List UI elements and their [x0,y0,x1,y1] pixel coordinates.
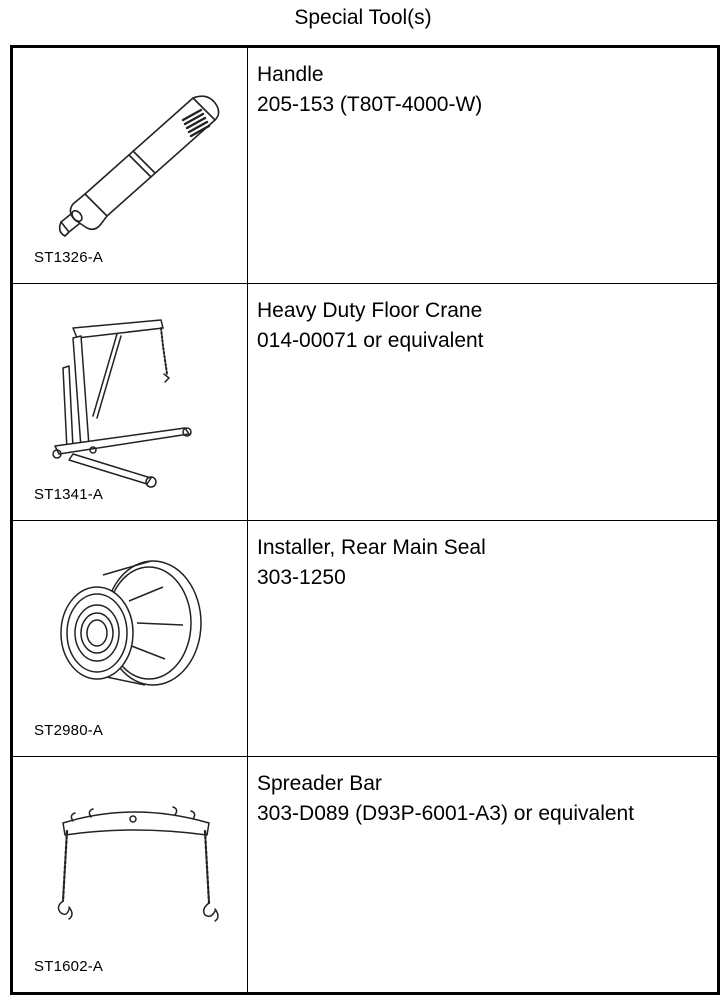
tool-name: Spreader Bar [257,771,382,795]
spreader-bar-icon [57,806,219,922]
tool-number: 303-1250 [257,565,346,589]
tool-number: 303-D089 (D93P-6001-A3) or equivalent [257,801,635,825]
tool-description-cell: Installer, Rear Main Seal 303-1250 [248,521,717,756]
tool-row-seal-installer: ST2980-A Installer, Rear Main Seal 303-1… [13,520,717,757]
tool-description-cell: Handle 205-153 (T80T-4000-W) [248,48,717,283]
tool-image-code: ST1326-A [34,249,104,267]
tool-name: Handle [257,63,324,86]
tool-image-cell: ST1326-A [13,48,248,284]
tool-description-cell: Spreader Bar 303-D089 (D93P-6001-A3) or … [248,757,717,992]
tool-image-code: ST2980-A [34,721,104,739]
tool-number: 205-153 (T80T-4000-W) [257,93,483,116]
handle-tool-icon [58,95,220,237]
tool-image-cell: ST2980-A [13,520,248,756]
page-title: Special Tool(s) [294,6,432,29]
tool-description-cell: Heavy Duty Floor Crane 014-00071 or equi… [248,284,717,519]
tool-row-spreader-bar: ST1602-A Spreader Bar 303-D089 (D93P-600… [13,756,717,992]
tool-image-cell: ST1341-A [13,284,248,520]
special-tools-table: ST1326-A Handle 205-153 (T80T-4000-W) [10,45,720,995]
floor-crane-icon [52,319,192,488]
tool-number: 014-00071 or equivalent [257,329,484,353]
tool-name: Installer, Rear Main Seal [257,535,486,559]
tool-image-code: ST1341-A [34,485,104,503]
tool-row-floor-crane: ST1341-A Heavy Duty Floor Crane 014-0007… [13,284,717,521]
tool-image-cell: ST1602-A [13,756,248,992]
tool-row-handle: ST1326-A Handle 205-153 (T80T-4000-W) [13,48,717,285]
seal-installer-icon [60,559,202,686]
tool-name: Heavy Duty Floor Crane [257,299,483,323]
tool-image-code: ST1602-A [34,958,104,975]
